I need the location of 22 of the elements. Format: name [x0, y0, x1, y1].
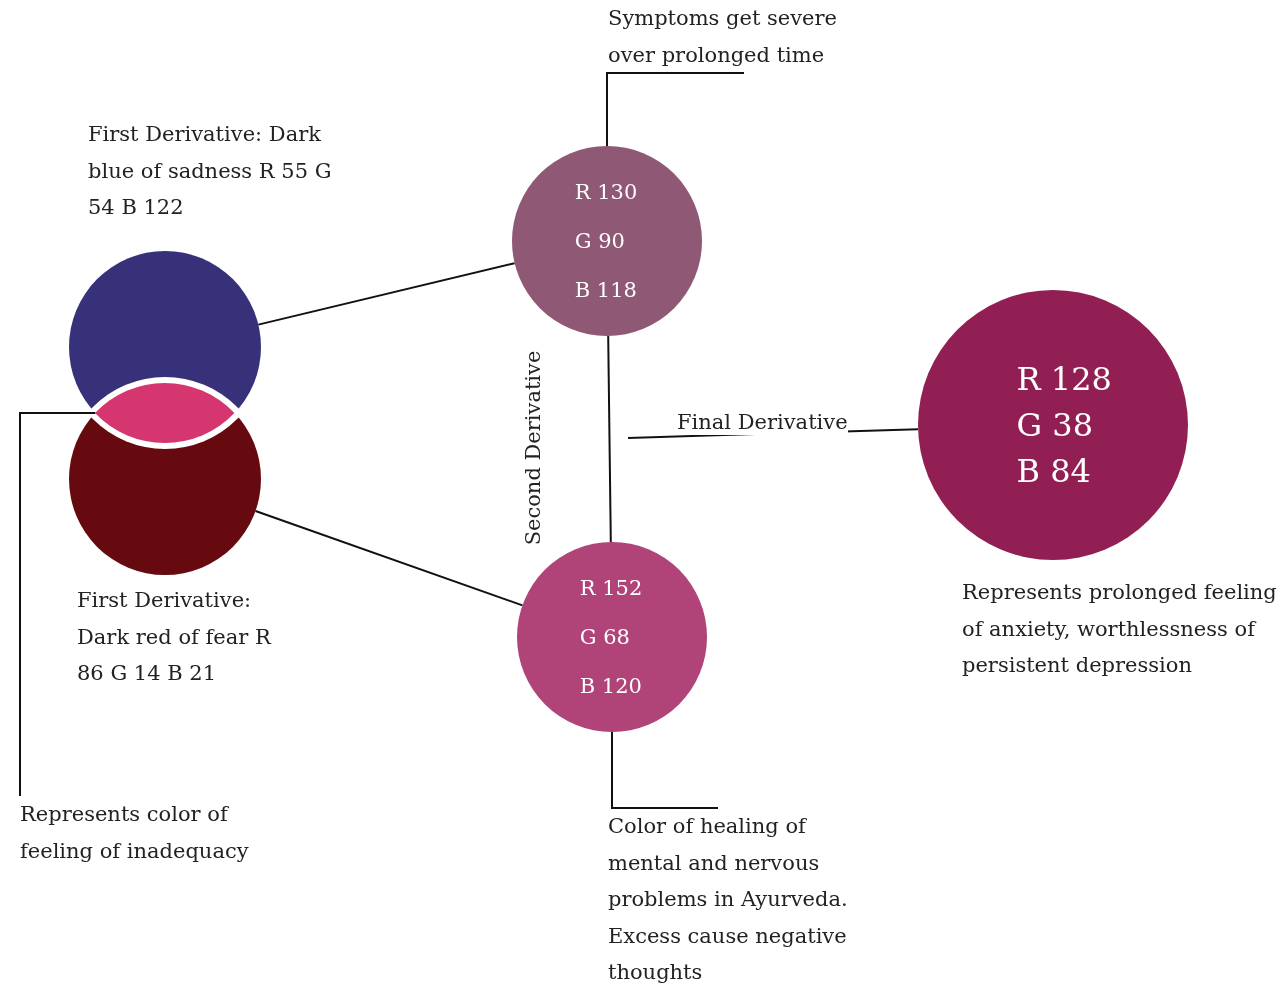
rgb-value: B 84: [1016, 452, 1091, 490]
rgb-value: B 120: [579, 672, 642, 700]
rgb-value: R 152: [579, 574, 643, 602]
lens-shape: [95, 383, 235, 443]
rgb-value: G 68: [579, 623, 630, 651]
caption-text: First Derivative: Dark blue of sadness R 55 G 54 B 122: [88, 121, 333, 221]
caption-text: Represents prolonged feeling of anxiety, worthlessness of persistent depression: [962, 579, 1278, 679]
connector-line: [607, 335, 612, 543]
leader-line: [611, 731, 719, 809]
rgb-value: R 128: [1016, 360, 1112, 398]
rgb-value: B 118: [574, 276, 637, 304]
caption-text: First Derivative: Dark red of fear R 86 G 14 B 21: [77, 587, 273, 687]
rgb-value: G 90: [574, 227, 625, 255]
callout-text: Color of healing of mental and nervous problems in Ayurveda. Excess cause negative thoughts: [608, 808, 870, 988]
leader-line: [606, 72, 745, 147]
callout-text: Symptoms get severe over prolonged time: [608, 0, 858, 73]
callout-text: Represents color of feeling of inadequacy: [20, 796, 305, 869]
rgb-value: R 130: [574, 178, 638, 206]
connector-line: [257, 262, 516, 326]
leader-line: [19, 412, 97, 797]
connector-line: [254, 510, 524, 607]
rgb-value: G 38: [1016, 406, 1093, 444]
